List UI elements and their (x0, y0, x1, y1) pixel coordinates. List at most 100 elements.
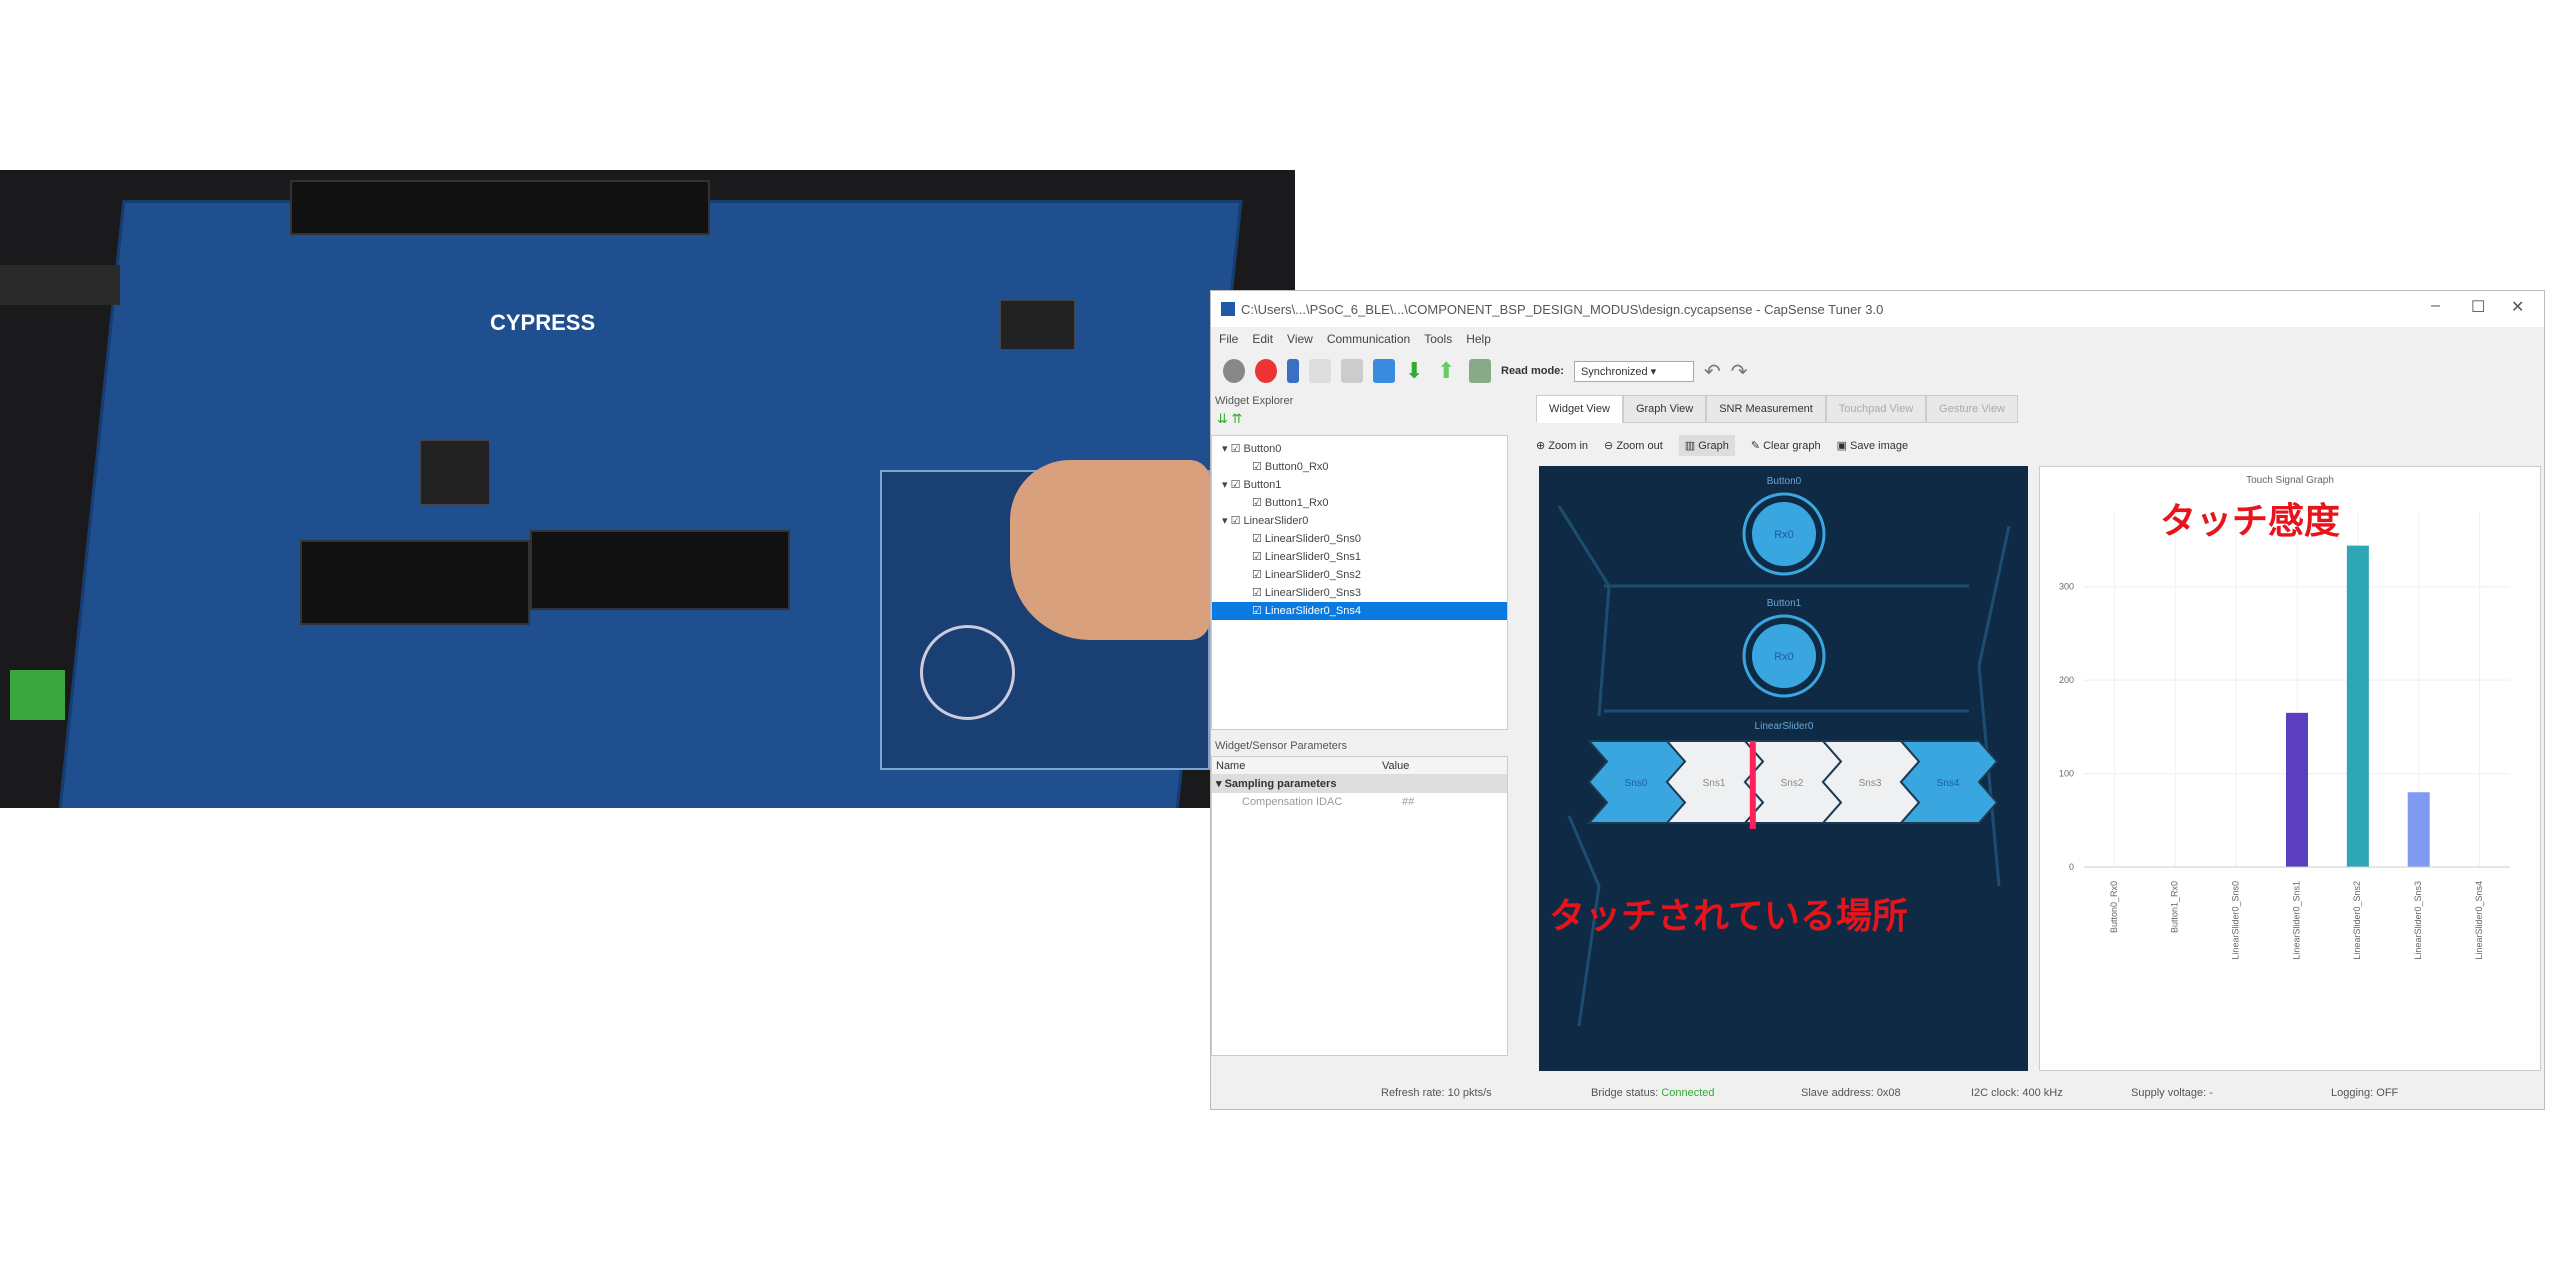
graph-icon: ▥ (1684, 439, 1699, 452)
minimize-icon[interactable]: – (2431, 297, 2440, 314)
tab-gesture-view[interactable]: Gesture View (1926, 395, 2018, 423)
clear-graph-button[interactable]: ✎ Clear graph (1751, 439, 1821, 452)
widget-view-canvas: Button0 Rx0 Button1 Rx0 LinearSlider0 Sn… (1557, 476, 2011, 1027)
tree-item-label: Button0_Rx0 (1264, 461, 1329, 473)
tree-item-label: LinearSlider0 (1243, 515, 1309, 527)
tab-snr-measurement[interactable]: SNR Measurement (1706, 395, 1826, 423)
x-tick-label: LinearSlider0_Sns4 (2474, 881, 2484, 960)
tree-item[interactable]: ☑ LinearSlider0_Sns3 (1212, 584, 1507, 602)
arrow-down-icon[interactable]: ⬇ (1405, 358, 1424, 383)
tab-widget-view[interactable]: Widget View (1536, 395, 1623, 423)
checkbox-checked-icon[interactable]: ☑ (1252, 605, 1265, 617)
settings-gear-icon[interactable] (1223, 359, 1245, 383)
checkbox-checked-icon[interactable]: ☑ (1252, 533, 1265, 545)
menu-file[interactable]: File (1219, 332, 1239, 346)
menu-view[interactable]: View (1287, 332, 1313, 346)
param-value[interactable]: ## (1402, 796, 1415, 808)
segment-label: Sns3 (1859, 778, 1882, 789)
tree-item[interactable]: ☑ Button1_Rx0 (1212, 494, 1507, 512)
tree-item[interactable]: ☑ LinearSlider0_Sns4 (1212, 602, 1507, 620)
save-image-button[interactable]: ▣ Save image (1837, 439, 1909, 452)
menu-tools[interactable]: Tools (1424, 332, 1453, 346)
tree-item[interactable]: ☑ LinearSlider0_Sns2 (1212, 566, 1507, 584)
checkbox-checked-icon[interactable]: ☑ (1252, 551, 1265, 563)
connect-icon[interactable] (1255, 359, 1277, 383)
read-mode-select[interactable]: Synchronized ▾ (1573, 360, 1694, 382)
zoom-in-button[interactable]: ⊕ Zoom in (1536, 439, 1588, 452)
arrow-up-icon[interactable]: ⬆ (1437, 358, 1456, 383)
segment-label: Sns1 (1703, 778, 1726, 789)
tree-item-label: LinearSlider0_Sns3 (1264, 587, 1361, 599)
y-tick-label: 0 (2069, 862, 2074, 872)
tree-item[interactable]: ▾ ☑ Button0 (1212, 440, 1507, 458)
chip (1000, 300, 1075, 350)
button0-widget[interactable] (1752, 502, 1816, 566)
copy-icon[interactable] (1309, 359, 1331, 383)
checkbox-checked-icon[interactable]: ☑ (1252, 569, 1265, 581)
paste-icon[interactable] (1341, 359, 1363, 383)
touched-location-annotation: タッチされている場所 (1549, 895, 1908, 936)
tree-item-label: Button1 (1243, 479, 1282, 491)
menu-help[interactable]: Help (1466, 332, 1491, 346)
tree-item-label: LinearSlider0_Sns0 (1264, 533, 1361, 545)
zoom-in-icon: ⊕ (1536, 439, 1549, 452)
checkbox-checked-icon[interactable]: ☑ (1252, 461, 1265, 473)
params-table: Name Value ▾ Sampling parameters Compens… (1211, 756, 1508, 1056)
tree-item[interactable]: ☑ Button0_Rx0 (1212, 458, 1507, 476)
x-tick-label: LinearSlider0_Sns3 (2413, 881, 2423, 960)
checkbox-checked-icon[interactable]: ▾ ☑ (1222, 515, 1244, 527)
checkbox-checked-icon[interactable]: ☑ (1252, 587, 1265, 599)
expand-collapse-icons[interactable]: ⇊ ⇈ (1217, 411, 1243, 426)
maximize-icon[interactable]: ☐ (2471, 299, 2486, 316)
checkbox-checked-icon[interactable]: ▾ ☑ (1222, 479, 1244, 491)
header-connector (300, 540, 530, 625)
segment-label: Sns4 (1937, 778, 1960, 789)
tree-item-label: LinearSlider0_Sns4 (1264, 605, 1361, 617)
tree-item-label: Button0 (1243, 443, 1282, 455)
x-tick-label: LinearSlider0_Sns0 (2231, 881, 2241, 960)
view-toolbar: ⊕ Zoom in ⊖ Zoom out ▥ Graph ✎ Clear graph ▣… (1536, 431, 1908, 459)
window-title: C:\Users\...\PSoC_6_BLE\...\COMPONENT_BS… (1241, 301, 1884, 317)
checkbox-checked-icon[interactable]: ☑ (1252, 497, 1265, 509)
tree-item[interactable]: ▾ ☑ LinearSlider0 (1212, 512, 1507, 530)
x-tick-label: Button1_Rx0 (2170, 881, 2180, 933)
zoom-out-button[interactable]: ⊖ Zoom out (1604, 439, 1663, 452)
tree-item[interactable]: ▾ ☑ Button1 (1212, 476, 1507, 494)
logging-status: Logging: OFF (2331, 1087, 2399, 1099)
apply-icon[interactable] (1469, 359, 1491, 383)
redo-icon[interactable]: ↷ (1730, 360, 1748, 383)
x-tick-label: LinearSlider0_Sns1 (2291, 881, 2301, 960)
i2c-clock: I2C clock: 400 kHz (1971, 1087, 2063, 1099)
params-group[interactable]: ▾ Sampling parameters (1212, 775, 1507, 793)
close-icon[interactable]: ✕ (2511, 299, 2525, 316)
checkbox-checked-icon[interactable]: ▾ ☑ (1222, 443, 1244, 455)
slider-segment[interactable] (1898, 740, 1999, 824)
sensitivity-annotation: タッチ感度 (2160, 500, 2341, 541)
button-label: Zoom out (1616, 439, 1663, 452)
button1-widget[interactable] (1752, 624, 1816, 688)
bar-LinearSlider0_Sns1 (2286, 712, 2308, 867)
params-title: Widget/Sensor Parameters (1215, 740, 1348, 752)
menu-edit[interactable]: Edit (1252, 332, 1274, 346)
widget-tree: ▾ ☑ Button0☑ Button0_Rx0▾ ☑ Button1☑ But… (1211, 435, 1508, 730)
clear-graph-icon: ✎ (1750, 439, 1764, 452)
tree-item[interactable]: ☑ LinearSlider0_Sns1 (1212, 548, 1507, 566)
refresh-rate: Refresh rate: 10 pkts/s (1381, 1087, 1492, 1099)
button-label: Graph (1698, 439, 1729, 452)
undo-icon[interactable]: ↶ (1703, 360, 1721, 383)
read-mode-label: Read mode: (1501, 365, 1564, 377)
export-icon[interactable] (1373, 359, 1395, 383)
save-icon[interactable] (1287, 359, 1299, 383)
toolbar: ⬇ ⬆ Read mode: Synchronized ▾ ↶ ↷ (1211, 353, 2544, 389)
finger (1010, 460, 1210, 640)
graph-button[interactable]: ▥ Graph (1678, 434, 1735, 456)
segment-label: Sns0 (1625, 778, 1648, 789)
slave-address: Slave address: 0x08 (1801, 1087, 1901, 1099)
tab-touchpad-view[interactable]: Touchpad View (1825, 395, 1927, 423)
save-image-icon: ▣ (1836, 439, 1851, 452)
menu-communication[interactable]: Communication (1326, 332, 1411, 346)
tab-graph-view[interactable]: Graph View (1622, 395, 1707, 423)
tree-item[interactable]: ☑ LinearSlider0_Sns0 (1212, 530, 1507, 548)
header-connector (290, 180, 710, 235)
